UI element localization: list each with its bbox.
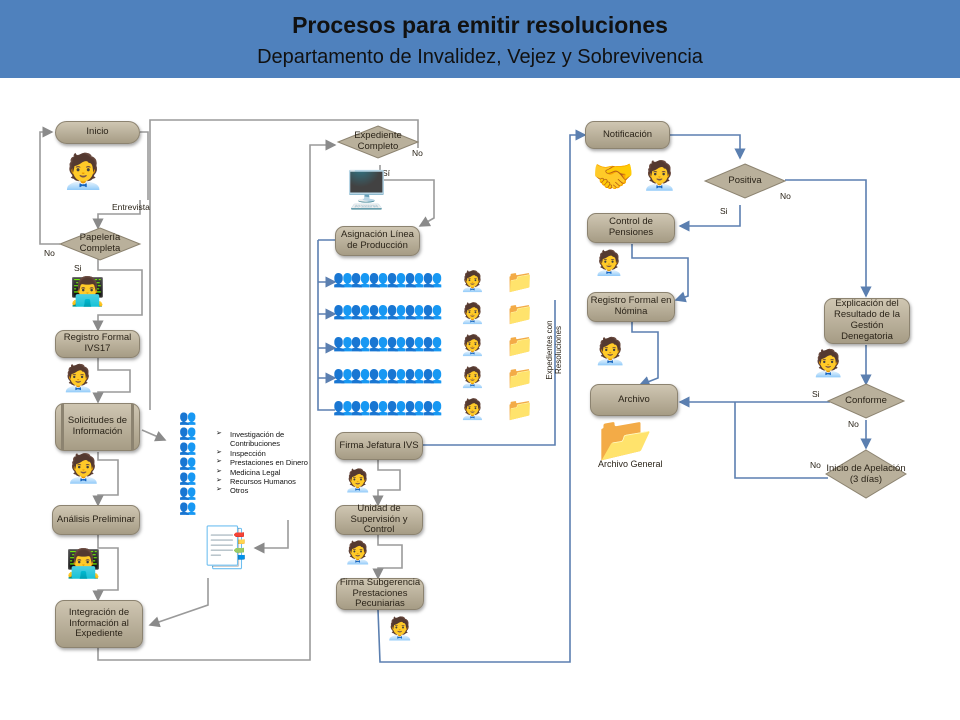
label-expedientes-resoluciones: Expedientes con Resoluciones (545, 320, 563, 380)
person-desk-icon: 🧑‍💼 (594, 250, 624, 277)
decision-apelacion-shape (825, 449, 907, 499)
folder-stack-icons: 📁📁📁📁📁 (506, 269, 534, 422)
info-list-item: Inspección (216, 449, 326, 458)
info-list-item: Medicina Legal (216, 468, 326, 477)
node-solicitudes: Solicitudes de Información (55, 403, 140, 451)
header-banner: Procesos para emitir resoluciones Depart… (0, 0, 960, 78)
person-desk-icon: 🧑‍💼 (62, 363, 95, 393)
node-firma-jefatura: Firma Jefatura IVS (335, 432, 423, 460)
node-inicio: Inicio (55, 121, 140, 144)
people-group-icon: 👥👥👥👥👥👥👥 (179, 409, 197, 515)
label-no-papeleria: No (44, 248, 55, 258)
label-no-conforme: No (848, 419, 859, 429)
folder-icon: 📂 (598, 415, 653, 464)
decision-papeleria-shape (58, 227, 142, 261)
person-desk-icon: 🧑‍💼 (594, 336, 627, 366)
node-analisis: Análisis Preliminar (52, 505, 140, 535)
label-si-positiva: Si (720, 206, 728, 216)
page-subtitle: Departamento de Invalidez, Vejez y Sobre… (257, 46, 703, 68)
decision-expediente-shape (336, 125, 420, 159)
production-team-grid: 👥👥👥👥👥👥👥👥👥👥👥👥👥👥👥👥👥👥👥👥👥👥👥👥👥👥👥👥👥👥 (333, 271, 443, 416)
label-no-expediente: No (412, 148, 423, 158)
info-list-item: Investigación de Contribuciones (216, 430, 326, 449)
decision-expediente: Expediente Completo (354, 130, 402, 152)
info-list: Investigación de Contribuciones Inspecci… (216, 430, 326, 496)
person-desk-icon: 👨‍💻 (70, 276, 105, 307)
person-desk-icon: 🧑‍💼 (386, 616, 414, 641)
person-desk-icon: 🧑‍💼 (642, 160, 677, 191)
document-stack-icon: 📑 (200, 526, 250, 570)
node-explicacion: Explicación del Resultado de la Gestión … (824, 298, 910, 344)
node-notificacion: Notificación (585, 121, 670, 149)
label-entrevista: Entrevista (112, 202, 150, 212)
person-desk-icon: 🧑‍💼 (344, 540, 372, 565)
decision-positiva-shape (703, 163, 787, 199)
handshake-icon: 🤝 (592, 158, 635, 196)
label-archivo-general: Archivo General (598, 459, 663, 469)
node-archivo: Archivo (590, 384, 678, 416)
person-desk-icon: 🧑‍💼 (812, 348, 845, 378)
node-registro-ivs: Registro Formal IVS17 (55, 330, 140, 358)
node-registro-nomina: Registro Formal en Nómina (587, 292, 675, 322)
info-list-item: Recursos Humanos (216, 477, 326, 486)
decision-positiva: Positiva (728, 174, 762, 186)
person-desk-icon: 🧑‍💼 (344, 468, 372, 493)
reviewer-desks: 🧑‍💼🧑‍💼🧑‍💼🧑‍💼🧑‍💼 (460, 271, 485, 421)
decision-apelacion: Inicio de Apelación (3 días) (826, 463, 906, 485)
info-list-item: Prestaciones en Dinero (216, 458, 326, 467)
decision-papeleria: Papelería Completa (79, 232, 121, 254)
label-no-apelacion: No (810, 460, 821, 470)
node-unidad: Unidad de Supervisión y Control (335, 503, 423, 535)
node-integracion: Integración de Información al Expediente (55, 600, 143, 648)
label-si-papeleria: Si (74, 263, 82, 273)
label-si-conforme: Si (812, 389, 820, 399)
node-firma-subgerencia: Firma Subgerencia Prestaciones Pecuniari… (336, 577, 424, 610)
node-asignacion: Asignación Línea de Producción (335, 226, 420, 256)
person-desk-icon: 👨‍💻 (66, 548, 101, 579)
person-desk-icon: 🧑‍💼 (62, 153, 105, 191)
person-desk-icon: 🧑‍💼 (66, 453, 101, 484)
info-list-item: Otros (216, 486, 326, 495)
label-no-positiva: No (780, 191, 791, 201)
decision-conforme-shape (826, 383, 906, 419)
decision-conforme: Conforme (845, 394, 887, 406)
node-control: Control de Pensiones (587, 213, 675, 243)
computer-workstation-icon: 🖥️ (344, 169, 389, 210)
page-title: Procesos para emitir resoluciones (292, 12, 668, 38)
label-si-expediente: Sí (382, 168, 391, 178)
